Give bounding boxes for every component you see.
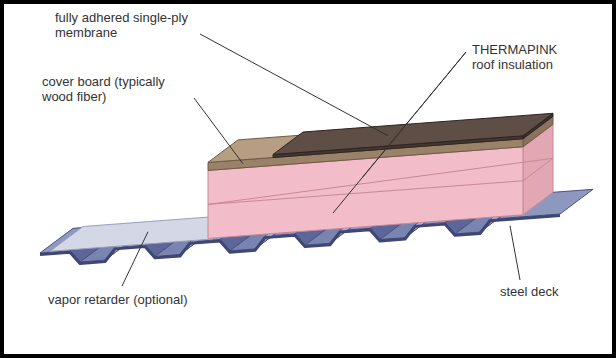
part-label: vapor retarder (optional)	[48, 292, 228, 307]
part-label: steel deck	[500, 284, 590, 299]
leader-line	[333, 52, 466, 213]
leader-line	[194, 98, 243, 164]
leader-line	[122, 232, 148, 286]
part-label: cover board (typically wood fiber)	[42, 74, 190, 104]
leader-line	[200, 34, 388, 136]
membrane-top	[273, 113, 553, 154]
single-ply-membrane	[273, 113, 553, 157]
leader-line	[510, 226, 520, 280]
leader-lines	[122, 34, 520, 286]
part-label: fully adhered single-ply membrane	[55, 10, 197, 40]
part-label: THERMAPINK roof insulation	[472, 42, 582, 72]
